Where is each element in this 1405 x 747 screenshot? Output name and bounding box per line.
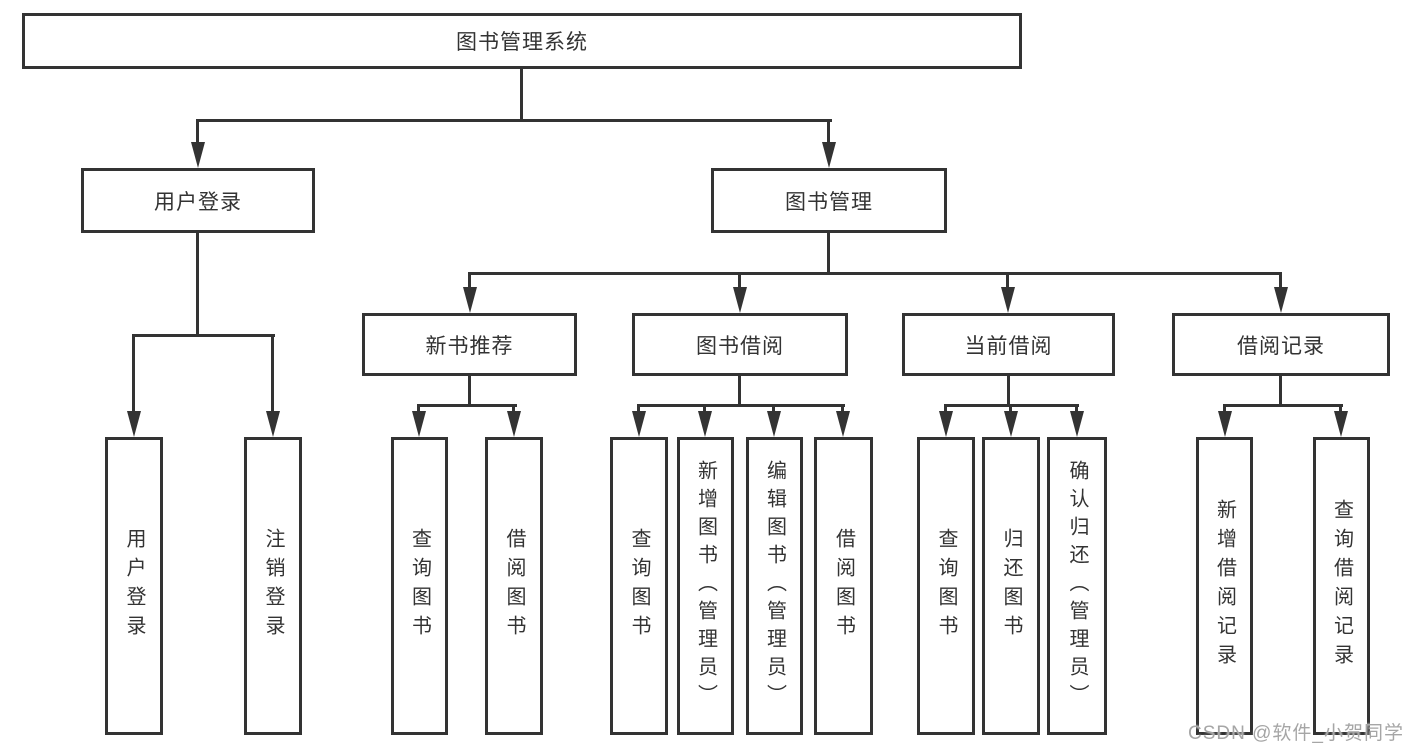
connector-line bbox=[637, 404, 640, 416]
connector-line bbox=[512, 404, 515, 416]
leaf-borrow-query-books: 查询图书 bbox=[610, 437, 668, 735]
node-borrowing-records-label: 借阅记录 bbox=[1237, 334, 1325, 358]
node-root: 图书管理系统 bbox=[22, 13, 1022, 69]
connector-line bbox=[271, 334, 274, 414]
connector-line bbox=[1223, 404, 1343, 407]
connector-line bbox=[738, 272, 741, 290]
connector-line bbox=[468, 272, 1282, 275]
leaf-borrow-edit-books-admin-label: 编辑图书（管理员） bbox=[763, 460, 786, 712]
node-book-borrowing-label: 图书借阅 bbox=[696, 334, 784, 358]
leaf-borrow-borrow-books: 借阅图书 bbox=[814, 437, 873, 735]
connector-line bbox=[196, 119, 199, 145]
arrowhead-down bbox=[1070, 411, 1084, 437]
connector-line bbox=[772, 404, 775, 416]
arrowhead-down bbox=[1218, 411, 1232, 437]
leaf-current-return-books-label: 归还图书 bbox=[1000, 528, 1022, 644]
arrowhead-down bbox=[127, 411, 141, 437]
node-current-borrowing-label: 当前借阅 bbox=[964, 334, 1053, 358]
connector-line bbox=[468, 272, 471, 290]
connector-line bbox=[418, 404, 517, 407]
leaf-current-confirm-return-admin: 确认归还（管理员） bbox=[1047, 437, 1107, 735]
arrowhead-down bbox=[939, 411, 953, 437]
arrowhead-down bbox=[733, 287, 747, 313]
leaf-records-query-record: 查询借阅记录 bbox=[1313, 437, 1370, 735]
connector-line bbox=[520, 66, 523, 122]
arrowhead-down bbox=[412, 411, 426, 437]
leaf-current-confirm-return-admin-label: 确认归还（管理员） bbox=[1066, 460, 1088, 712]
leaf-current-return-books: 归还图书 bbox=[982, 437, 1040, 735]
arrowhead-down bbox=[507, 411, 521, 437]
connector-line bbox=[944, 404, 947, 416]
connector-line bbox=[637, 404, 845, 407]
connector-line bbox=[1009, 404, 1012, 416]
leaf-records-query-record-label: 查询借阅记录 bbox=[1330, 499, 1353, 673]
arrowhead-down bbox=[632, 411, 646, 437]
connector-line bbox=[827, 232, 830, 275]
node-current-borrowing: 当前借阅 bbox=[902, 313, 1115, 376]
arrowhead-down bbox=[822, 142, 836, 168]
arrowhead-down bbox=[1274, 287, 1288, 313]
leaf-user-login-label: 用户登录 bbox=[123, 528, 145, 644]
node-borrowing-records: 借阅记录 bbox=[1172, 313, 1390, 376]
connector-line bbox=[1075, 404, 1078, 416]
arrowhead-down bbox=[698, 411, 712, 437]
connector-line bbox=[1006, 272, 1009, 290]
leaf-logout: 注销登录 bbox=[244, 437, 302, 735]
connector-line bbox=[417, 404, 420, 416]
leaf-recommend-query-books: 查询图书 bbox=[391, 437, 448, 735]
leaf-borrow-borrow-books-label: 借阅图书 bbox=[832, 528, 855, 644]
leaf-borrow-add-books-admin: 新增图书（管理员） bbox=[677, 437, 734, 735]
arrowhead-down bbox=[836, 411, 850, 437]
connector-line bbox=[703, 404, 706, 416]
arrowhead-down bbox=[191, 142, 205, 168]
watermark: CSDN @软件_小贺同学 bbox=[1188, 723, 1404, 744]
node-root-label: 图书管理系统 bbox=[456, 31, 588, 54]
leaf-records-add-record: 新增借阅记录 bbox=[1196, 437, 1253, 735]
leaf-current-query-books: 查询图书 bbox=[917, 437, 975, 735]
connector-line bbox=[738, 374, 741, 407]
node-book-borrowing: 图书借阅 bbox=[632, 313, 848, 376]
connector-line bbox=[1279, 374, 1282, 407]
connector-line bbox=[196, 119, 832, 122]
leaf-logout-label: 注销登录 bbox=[262, 528, 284, 644]
leaf-user-login: 用户登录 bbox=[105, 437, 163, 735]
connector-line bbox=[196, 232, 199, 337]
connector-line bbox=[841, 404, 844, 416]
arrowhead-down bbox=[266, 411, 280, 437]
connector-line bbox=[1007, 374, 1010, 407]
node-user-login: 用户登录 bbox=[81, 168, 315, 233]
leaf-records-add-record-label: 新增借阅记录 bbox=[1213, 499, 1236, 673]
leaf-borrow-add-books-admin-label: 新增图书（管理员） bbox=[694, 460, 717, 712]
leaf-recommend-borrow-books-label: 借阅图书 bbox=[503, 528, 525, 644]
node-book-management-label: 图书管理 bbox=[785, 190, 873, 214]
connector-line bbox=[132, 334, 135, 414]
connector-line bbox=[468, 374, 471, 407]
leaf-borrow-query-books-label: 查询图书 bbox=[628, 528, 650, 644]
node-new-book-recommend: 新书推荐 bbox=[362, 313, 577, 376]
leaf-current-query-books-label: 查询图书 bbox=[935, 528, 957, 644]
arrowhead-down bbox=[1001, 287, 1015, 313]
node-book-management: 图书管理 bbox=[711, 168, 947, 233]
arrowhead-down bbox=[1004, 411, 1018, 437]
leaf-recommend-borrow-books: 借阅图书 bbox=[485, 437, 543, 735]
connector-line bbox=[132, 334, 275, 337]
connector-line bbox=[1223, 404, 1226, 416]
leaf-borrow-edit-books-admin: 编辑图书（管理员） bbox=[746, 437, 803, 735]
connector-line bbox=[1279, 272, 1282, 290]
arrowhead-down bbox=[767, 411, 781, 437]
node-user-login-label: 用户登录 bbox=[154, 190, 242, 214]
arrowhead-down bbox=[1334, 411, 1348, 437]
leaf-recommend-query-books-label: 查询图书 bbox=[408, 528, 431, 644]
connector-line bbox=[827, 119, 830, 145]
arrowhead-down bbox=[463, 287, 477, 313]
node-new-book-recommend-label: 新书推荐 bbox=[425, 334, 514, 358]
connector-line bbox=[1339, 404, 1342, 416]
